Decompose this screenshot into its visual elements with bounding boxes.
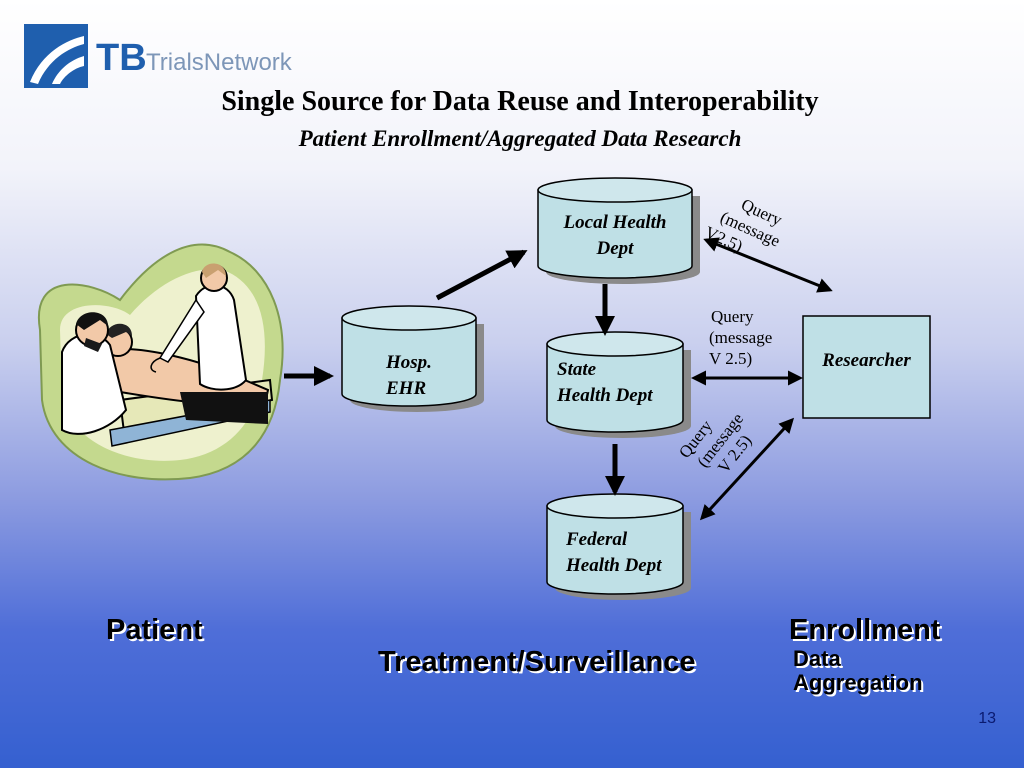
enrollment-label: Enrollment: [789, 614, 941, 646]
hosp-ehr-line1: Hosp.: [386, 352, 432, 373]
arrow-ehr-to-local: [435, 249, 528, 301]
page-number: 13: [978, 710, 996, 727]
arrow-local-researcher: [703, 237, 833, 293]
data-label: Data: [793, 646, 841, 671]
federal-health-line2: Health Dept: [566, 555, 662, 576]
state-health-label: State Health Dept: [557, 357, 653, 409]
hosp-ehr-line2: EHR: [386, 378, 427, 399]
patient-label: Patient: [106, 614, 203, 646]
logo-initials: TB: [96, 37, 147, 79]
hosp-ehr-cylinder: [341, 305, 484, 412]
federal-health-dept-cylinder: [546, 493, 691, 600]
query-state-line2: (message: [709, 328, 773, 347]
local-health-line2: Dept: [596, 238, 634, 259]
local-health-label: Local Health Dept: [538, 210, 692, 262]
slide-title: Single Source for Data Reuse and Interop…: [221, 86, 819, 117]
local-health-line1: Local Health: [563, 212, 667, 233]
hosp-ehr-label: Hosp. EHR: [386, 350, 432, 402]
treatment-surveillance-label: Treatment/Surveillance: [378, 646, 696, 678]
query-state-line1: Query: [711, 307, 754, 326]
state-health-line1: State: [557, 359, 597, 380]
logo-wordmark: TrialsNetwork: [146, 49, 293, 76]
query-state-line3: V 2.5): [709, 349, 753, 368]
researcher-label: Researcher: [822, 350, 911, 371]
arrow-federal-researcher: [699, 417, 795, 521]
researcher-box: [802, 315, 931, 419]
state-health-line2: Health Dept: [557, 385, 653, 406]
slide-subtitle: Patient Enrollment/Aggregated Data Resea…: [298, 126, 742, 151]
patient-clipart: [37, 243, 284, 481]
federal-health-line1: Federal: [566, 529, 628, 550]
aggregation-label: Aggregation: [793, 670, 923, 695]
query-state-label: Query (message V 2.5): [709, 306, 772, 369]
state-health-dept-cylinder: [546, 331, 691, 438]
federal-health-label: Federal Health Dept: [566, 527, 662, 579]
tb-trials-network-logo: TB TrialsNetwork: [24, 24, 293, 88]
local-health-dept-cylinder: [537, 177, 700, 284]
